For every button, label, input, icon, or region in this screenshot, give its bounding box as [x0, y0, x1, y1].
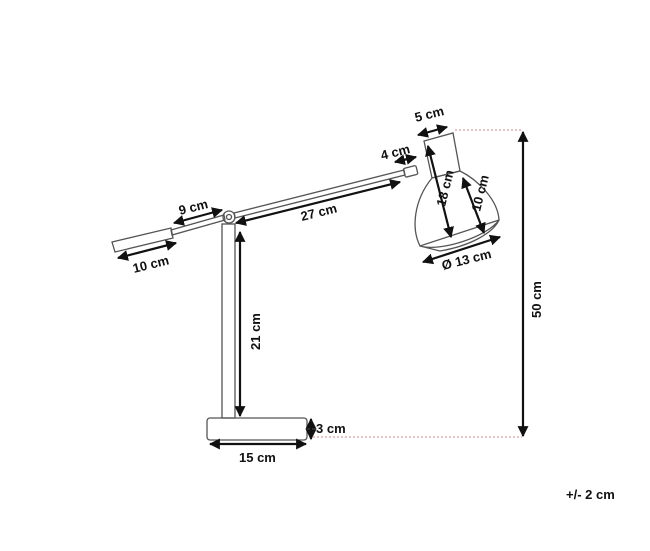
dimension-labels: 5 cm 4 cm 18 cm 10 cm Ø 13 cm 9 cm 27 cm… — [131, 103, 544, 465]
guide-lines — [309, 129, 522, 438]
label-shade-lower-height: 10 cm — [468, 173, 491, 212]
label-base-height: 3 cm — [316, 421, 346, 436]
label-shade-diameter: Ø 13 cm — [440, 246, 493, 273]
label-counterweight: 10 cm — [131, 252, 170, 275]
counterweight — [111, 227, 174, 253]
label-base-width: 15 cm — [239, 450, 276, 465]
dimension-arrows — [116, 124, 529, 450]
label-total-height: 50 cm — [529, 281, 544, 318]
label-shade-neck: 4 cm — [379, 141, 411, 163]
label-shade-length: 18 cm — [433, 168, 456, 207]
shade-neck — [402, 165, 419, 178]
rear-arm — [170, 214, 226, 236]
tolerance-note: +/- 2 cm — [566, 487, 615, 502]
label-stem: 21 cm — [248, 313, 263, 350]
label-main-arm: 27 cm — [299, 200, 338, 223]
lamp-stem — [221, 223, 236, 419]
label-shade-top-width: 5 cm — [413, 103, 445, 125]
label-rear-arm: 9 cm — [177, 196, 209, 218]
lamp-base — [206, 417, 308, 441]
